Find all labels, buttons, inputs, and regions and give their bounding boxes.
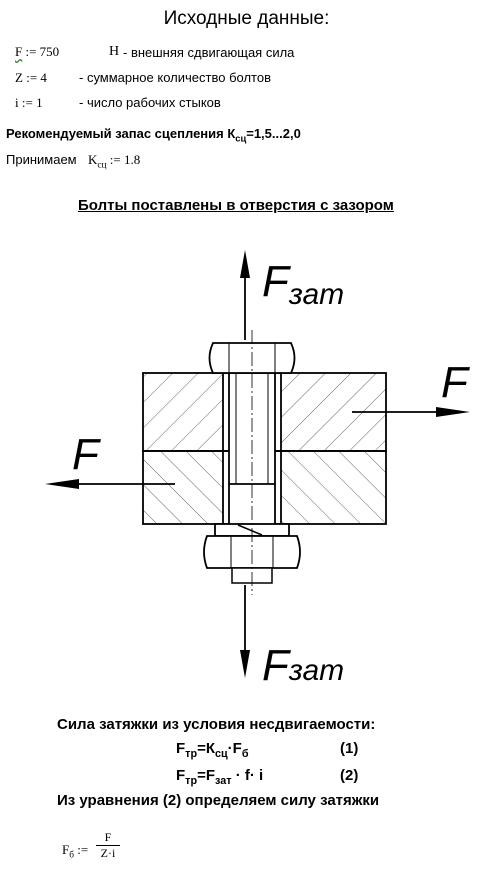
joints-assign[interactable]: := 1 (21, 95, 43, 110)
shear-force-label-left: F (72, 430, 101, 479)
bolt-diagram: Fзат Fзат F F (45, 250, 470, 690)
condition-title: Сила затяжки из условия несдвигаемости: (57, 716, 376, 733)
equation-1: Fтр=Ксц·Fб (176, 740, 249, 760)
input-row-bolts: Z := 4 (15, 70, 47, 86)
bolts-variable[interactable]: Z (15, 70, 23, 85)
force-variable[interactable]: F (15, 44, 23, 59)
from-equation-text: Из уравнения (2) определяем силу затяжки (57, 792, 380, 809)
recommend-text: Рекомендуемый запас сцепления Ксц=1,5...… (6, 126, 301, 144)
page-title: Исходные данные: (163, 8, 330, 29)
joints-description: - число рабочих стыков (79, 95, 221, 110)
shear-force-arrow-left (45, 479, 175, 489)
bolt-hole (222, 373, 282, 524)
final-formula-fraction[interactable]: F Z·i (96, 830, 120, 861)
joints-variable[interactable]: i (15, 95, 19, 110)
preload-arrow-up (240, 250, 250, 340)
section-title: Болты поставлены в отверстия с зазором (78, 197, 394, 214)
preload-label-bottom: Fзат (262, 641, 344, 690)
shear-force-arrow-right (352, 407, 470, 417)
force-assign[interactable]: := 750 (25, 44, 60, 59)
equation-2: Fтр=Fзат · f· i (176, 767, 264, 787)
input-row-joints: i := 1 (15, 95, 43, 111)
final-formula-lhs[interactable]: Fб := (62, 842, 89, 861)
shear-force-label-right: F (441, 358, 470, 407)
equation-2-number: (2) (340, 767, 359, 784)
bottom-plate (142, 450, 387, 525)
accept-value[interactable]: Kсц := 1.8 (88, 152, 141, 171)
force-unit: Н (109, 44, 120, 59)
preload-arrow-down (240, 585, 250, 678)
fraction-numerator: F (96, 830, 120, 846)
preload-label-top: Fзат (262, 257, 344, 311)
force-description: - внешняя сдвигающая сила (123, 45, 295, 60)
input-row-force: F := 750 (15, 44, 59, 60)
equation-1-number: (1) (340, 740, 359, 757)
accept-label: Принимаем (6, 152, 77, 167)
bolts-description: - суммарное количество болтов (79, 70, 271, 85)
fraction-denominator: Z·i (100, 846, 116, 860)
bolts-assign[interactable]: := 4 (26, 70, 47, 85)
